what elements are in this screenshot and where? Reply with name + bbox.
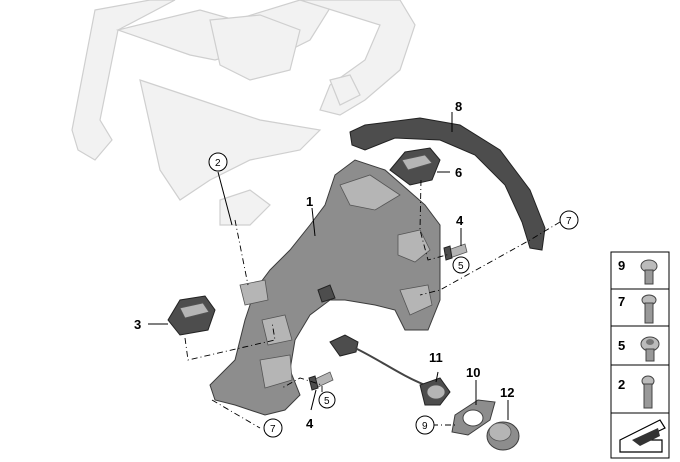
callout-8: 8: [455, 99, 462, 114]
callout-5-upper: 5: [458, 261, 464, 272]
part-11-cable: [329, 334, 451, 406]
legend-label-9: 9: [618, 258, 625, 273]
part-3-pad: [167, 295, 216, 336]
assembly-lines: [184, 179, 561, 429]
bolt-upper: [443, 243, 468, 261]
bolt-lower: [308, 371, 334, 391]
callout-1: 1: [306, 194, 313, 209]
callout-3: 3: [134, 317, 141, 332]
legend-label-2: 2: [618, 377, 625, 392]
callout-11: 11: [429, 350, 443, 365]
callout-7-right: 7: [566, 216, 572, 227]
part-10-gasket: [451, 399, 496, 436]
ghost-frame: [71, 0, 416, 226]
leader-lines: [148, 112, 509, 420]
screw-icon-5: [640, 336, 660, 362]
fastener-legend: 9 7 5 2: [610, 251, 670, 459]
part-12-cap: [486, 421, 520, 451]
callout-5-lower: 5: [324, 396, 330, 407]
callout-2: 2: [215, 158, 221, 169]
callout-6: 6: [455, 165, 462, 180]
callout-4-lower: 4: [306, 416, 314, 431]
callout-9: 9: [422, 421, 428, 432]
part-1-bracket: [209, 159, 441, 416]
screw-icon-9: [640, 259, 658, 285]
legend-label-5: 5: [618, 338, 625, 353]
arrow-icon: [619, 419, 666, 453]
part-6-pad: [389, 147, 441, 186]
screw-icon-2: [641, 375, 655, 409]
legend-label-7: 7: [618, 294, 625, 309]
callout-10: 10: [466, 365, 480, 380]
callout-12: 12: [500, 385, 514, 400]
callout-7-left: 7: [270, 424, 276, 435]
callout-4-upper: 4: [456, 213, 464, 228]
circled-callouts: 2 5 5 7 7 9: [208, 152, 579, 438]
part-8-handle: [349, 117, 546, 251]
callout-labels: 1 3 4 4 6 8 10 11 12: [134, 99, 514, 431]
screw-icon-7: [641, 294, 657, 324]
